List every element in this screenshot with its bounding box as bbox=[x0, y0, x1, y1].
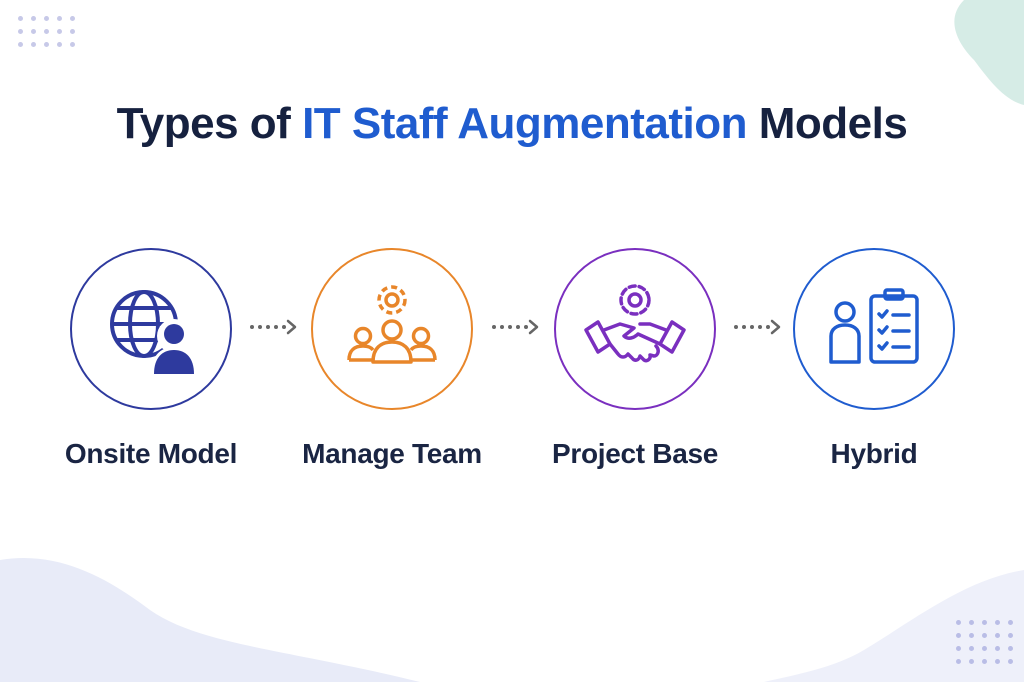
manage-team-label: Manage Team bbox=[302, 438, 482, 469]
title-prefix: Types of bbox=[116, 99, 291, 148]
page-title: Types of IT Staff Augmentation Models bbox=[0, 98, 1024, 151]
onsite-model-label: Onsite Model bbox=[64, 438, 238, 469]
project-base-label: Project Base bbox=[551, 438, 719, 469]
manage-team-circle bbox=[311, 248, 473, 410]
top-left-dot-grid bbox=[18, 16, 75, 47]
person-checklist-icon bbox=[829, 288, 919, 364]
top-right-blob bbox=[954, 0, 1024, 105]
onsite-model-circle bbox=[70, 248, 232, 410]
arrow-3 bbox=[734, 319, 781, 335]
bottom-left-blob bbox=[0, 558, 420, 682]
hybrid-label: Hybrid bbox=[830, 438, 918, 469]
project-base-circle bbox=[554, 248, 716, 410]
arrow-2 bbox=[492, 319, 539, 335]
title-suffix: Models bbox=[758, 99, 908, 148]
hybrid-circle bbox=[793, 248, 955, 410]
bottom-right-blob bbox=[764, 570, 1024, 682]
title-highlight: IT Staff Augmentation bbox=[302, 99, 748, 148]
globe-user-icon bbox=[110, 290, 198, 377]
handshake-gear-icon bbox=[584, 284, 686, 363]
arrow-1 bbox=[250, 319, 297, 335]
bottom-right-dot-grid bbox=[956, 620, 1013, 664]
team-gear-icon bbox=[347, 285, 437, 364]
